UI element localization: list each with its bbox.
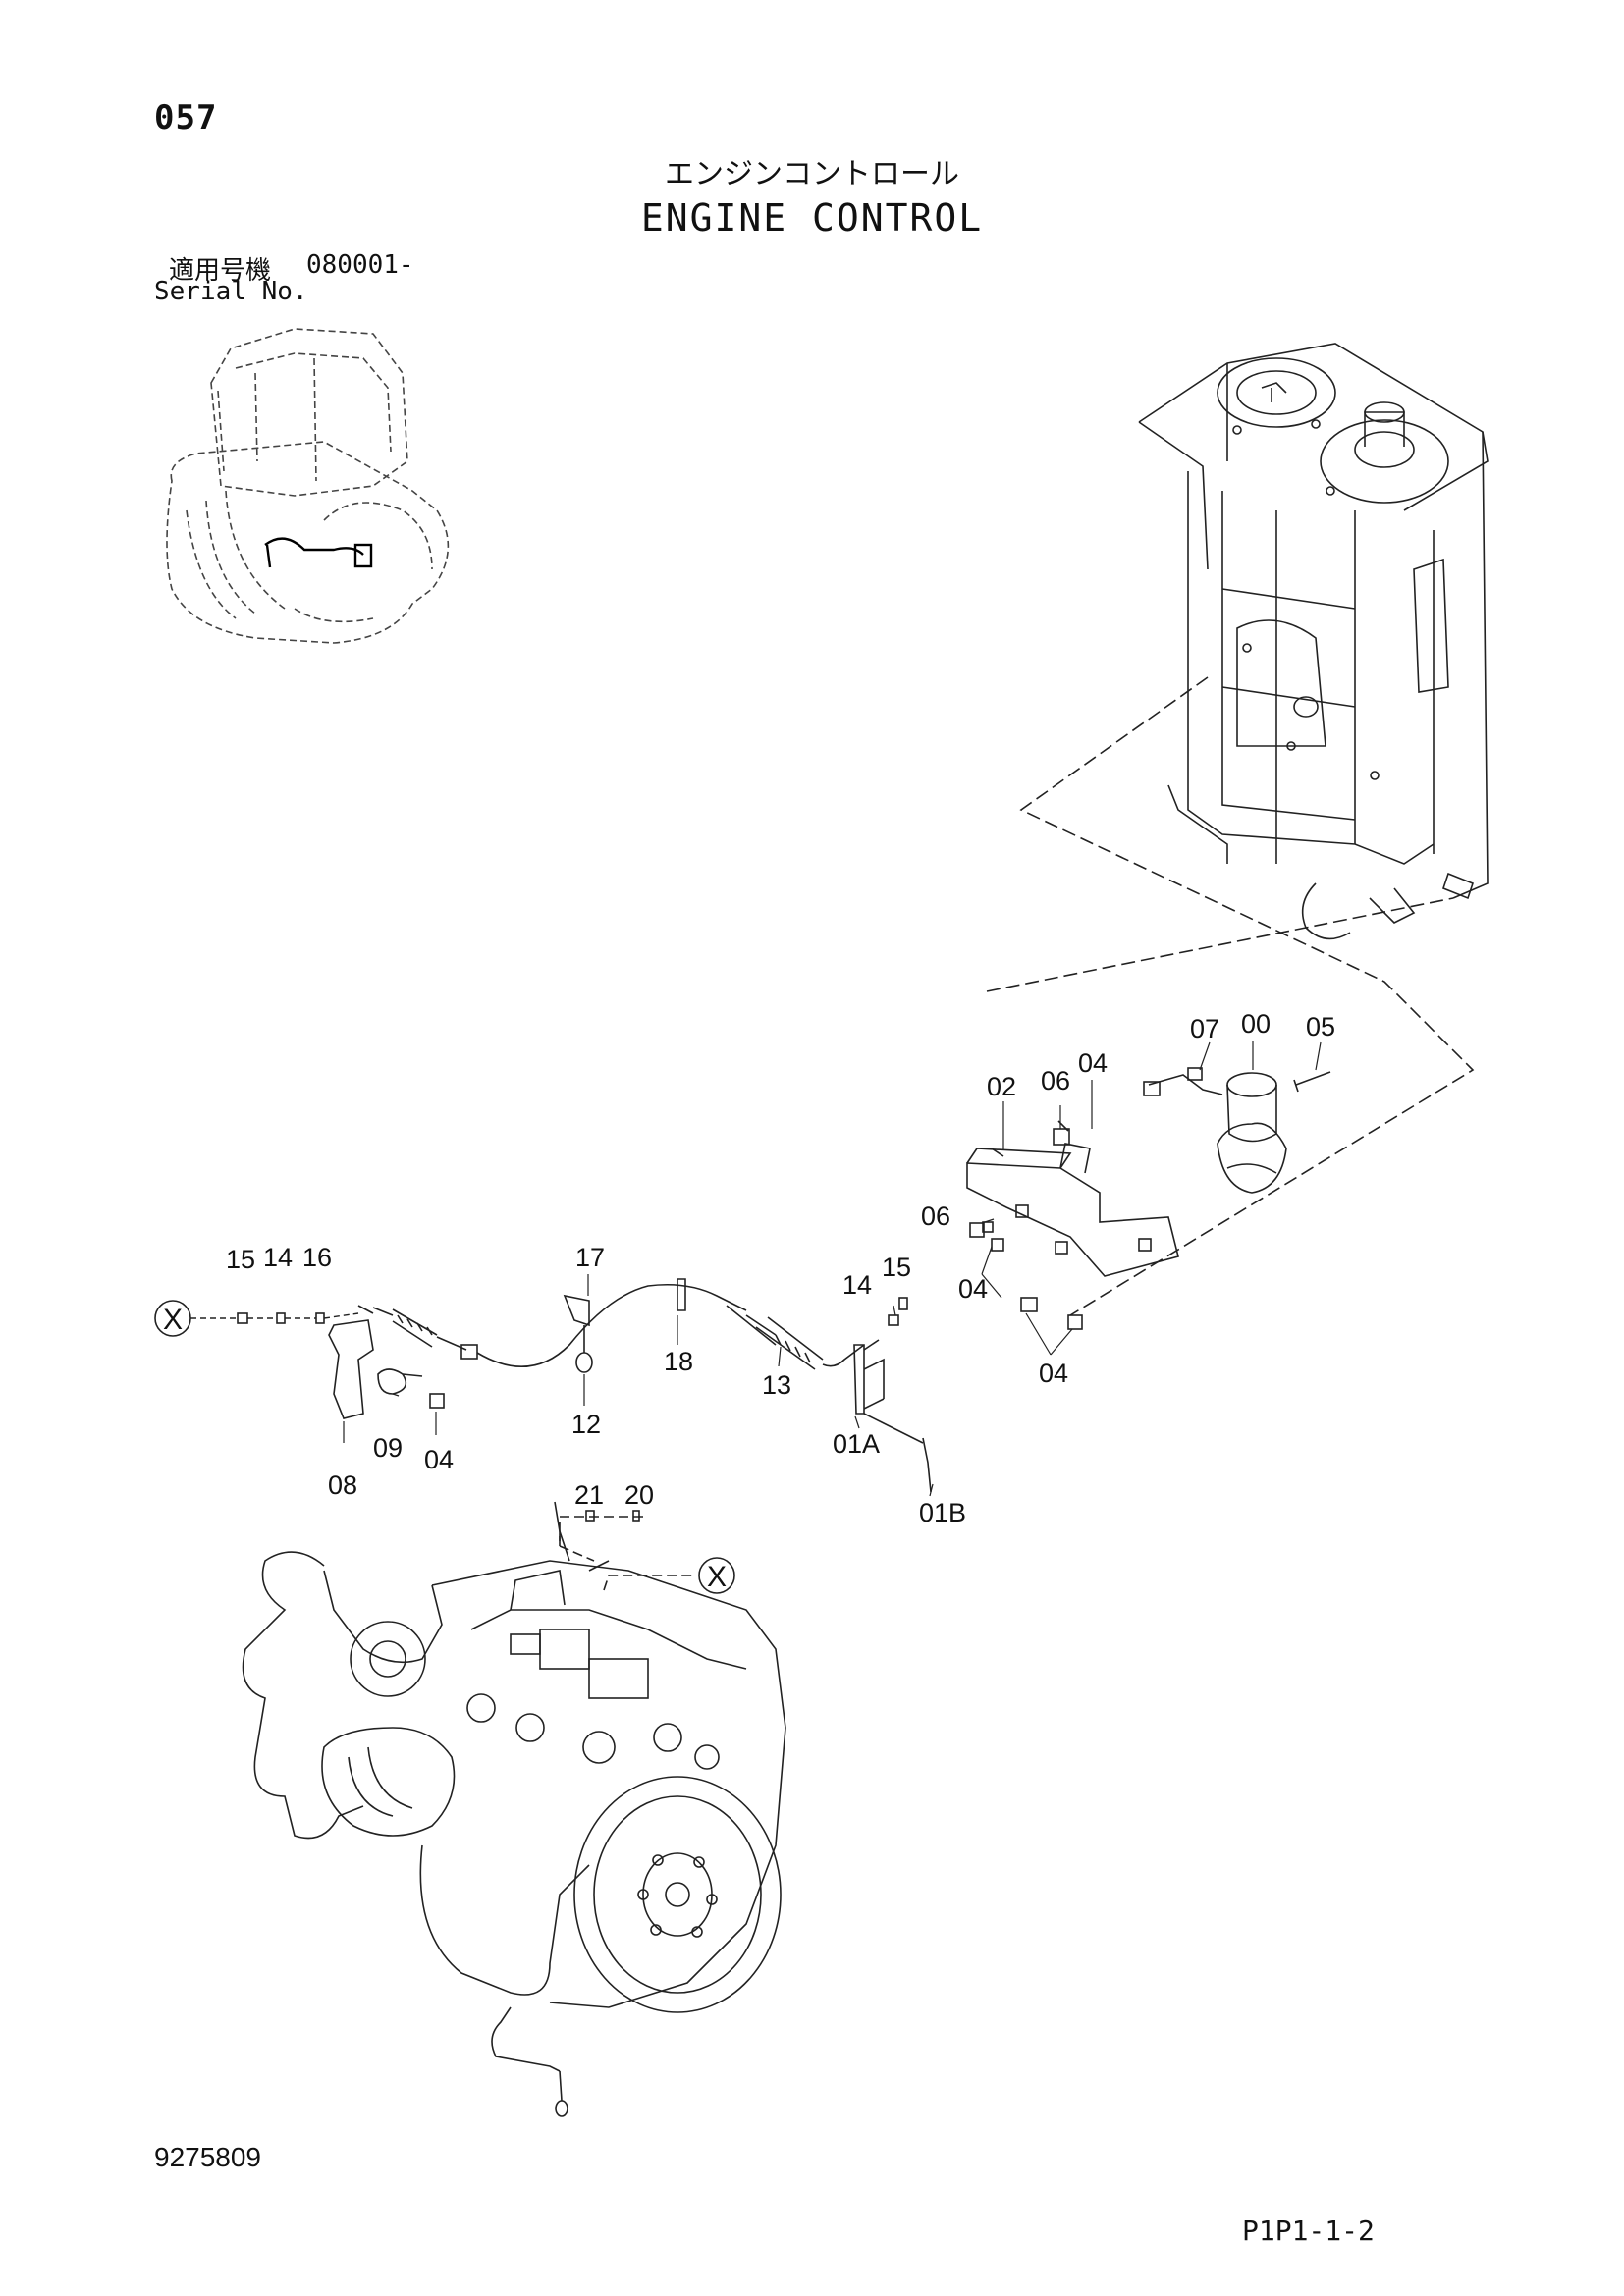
bolt-04-hardware: [969, 1120, 1083, 1330]
serial-number-value: 080001-: [306, 250, 414, 280]
dashed-leader-lines: [986, 676, 1475, 1316]
callout-06-upper: 06: [1041, 1066, 1070, 1095]
engine-control-highlight-lines: [264, 537, 373, 568]
title-japanese: エンジンコントロール: [665, 157, 959, 191]
document-number: 9275809: [154, 2142, 262, 2172]
reference-mark-engine: X: [698, 1557, 735, 1594]
callout-17: 17: [575, 1243, 605, 1272]
svg-text:X: X: [707, 1561, 727, 1593]
callout-04-upper: 04: [1078, 1048, 1108, 1078]
bracket-01a-illustration: [853, 1297, 932, 1493]
bracket-02-illustration: [966, 1143, 1179, 1277]
callout-09: 09: [373, 1433, 403, 1463]
excavator-overview-illustration: [166, 328, 450, 644]
callout-leader-lines: [343, 1041, 1322, 1497]
bracket-08-illustration: [328, 1319, 445, 1419]
callout-07: 07: [1190, 1014, 1219, 1043]
frame-assembly-illustration: [1138, 343, 1489, 940]
callout-01a: 01A: [833, 1429, 880, 1459]
engine-assembly-illustration: [242, 1501, 786, 2117]
callout-12: 12: [571, 1410, 601, 1439]
callout-16: 16: [302, 1243, 332, 1272]
callout-08: 08: [328, 1470, 357, 1500]
callout-04-middle: 04: [958, 1274, 988, 1304]
callout-21: 21: [574, 1480, 604, 1510]
callout-13: 13: [762, 1370, 791, 1400]
dashed-leader-lines-engine: [559, 1516, 692, 1591]
callout-04-lower: 04: [1039, 1359, 1068, 1388]
callout-14-left: 14: [263, 1243, 293, 1272]
page-title: ENGINE CONTROL: [640, 196, 984, 240]
throttle-cable-illustration: [357, 1278, 865, 1373]
callout-05: 05: [1306, 1012, 1335, 1041]
callout-18: 18: [664, 1347, 693, 1376]
governor-actuator-illustration: [1143, 1067, 1331, 1194]
serial-label: Serial No.: [154, 277, 308, 306]
callout-15-left: 15: [226, 1245, 255, 1274]
callout-15-right: 15: [882, 1253, 911, 1282]
small-hardware-21-20: [585, 1510, 640, 1522]
callout-01b: 01B: [919, 1498, 966, 1527]
reference-mark-left: X: [154, 1300, 359, 1337]
callout-20: 20: [624, 1480, 654, 1510]
serial-label-japanese: 適用号機: [169, 256, 272, 286]
callout-04-left: 04: [424, 1445, 454, 1474]
callout-00: 00: [1241, 1009, 1271, 1039]
page-code: P1P1-1-2: [1242, 2215, 1375, 2247]
callout-02: 02: [987, 1072, 1016, 1101]
page-number: 057: [154, 98, 218, 137]
callout-14-right: 14: [842, 1270, 872, 1300]
callout-06-lower: 06: [921, 1201, 950, 1231]
svg-text:X: X: [163, 1304, 183, 1336]
